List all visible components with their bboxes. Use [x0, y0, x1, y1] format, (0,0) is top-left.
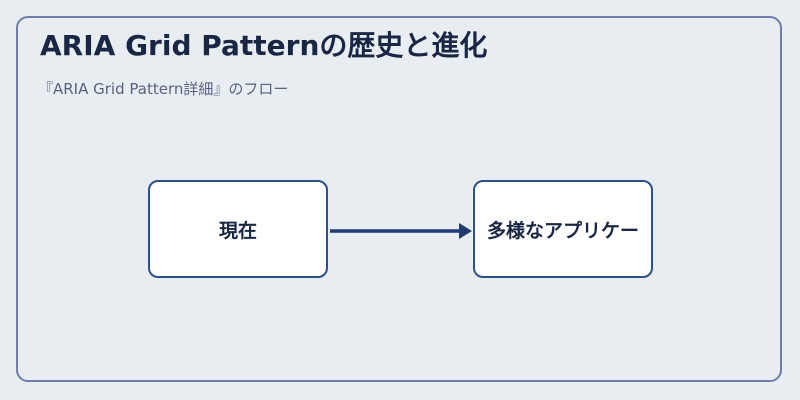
diagram-title: ARIA Grid Patternの歴史と進化 — [40, 29, 488, 62]
flow-node-current: 現在 — [148, 180, 328, 278]
flow-node-diverse-apps: 多様なアプリケー — [473, 180, 653, 278]
diagram-panel — [16, 16, 782, 382]
diagram-subtitle: 『ARIA Grid Pattern詳細』のフロー — [38, 80, 289, 98]
